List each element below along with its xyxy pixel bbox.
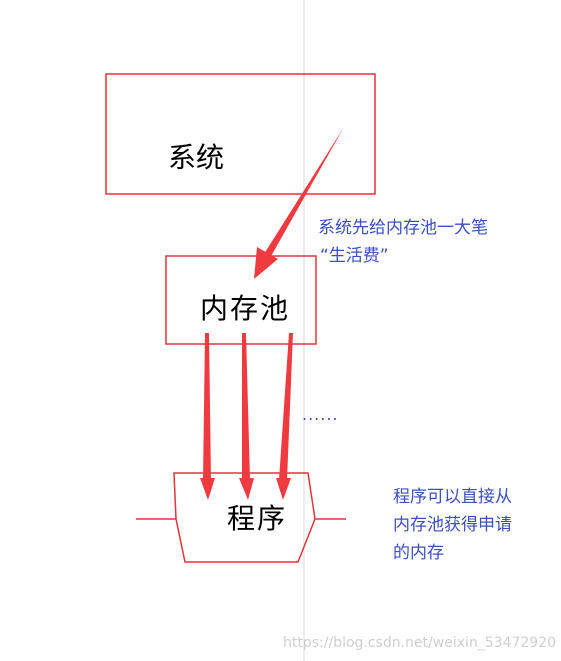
- program-shape: [136, 518, 346, 563]
- system-label: 系统: [168, 141, 224, 174]
- ellipsis-text: ......: [302, 405, 339, 424]
- note-program-line1: 程序可以直接从: [393, 487, 512, 507]
- program-label: 程序: [227, 502, 287, 535]
- memory-pool-label: 内存池: [200, 292, 290, 325]
- note-program-line2: 内存池获得申请: [393, 515, 512, 535]
- arrow-pool-to-program-2: [239, 333, 254, 500]
- watermark-text: https://blog.csdn.net/weixin_53472920: [283, 635, 556, 651]
- program-shape-top: [173, 472, 316, 520]
- arrow-pool-to-program-3: [276, 333, 293, 500]
- note-system-to-pool-line2: “生活费”: [320, 246, 389, 266]
- arrow-pool-to-program-1: [200, 333, 215, 500]
- memory-pool-box: [165, 255, 317, 345]
- system-box: [105, 73, 376, 195]
- arrow-system-to-pool: [254, 127, 344, 279]
- note-system-to-pool-line1: 系统先给内存池一大笔: [318, 218, 488, 238]
- note-program-line3: 的内存: [393, 543, 444, 563]
